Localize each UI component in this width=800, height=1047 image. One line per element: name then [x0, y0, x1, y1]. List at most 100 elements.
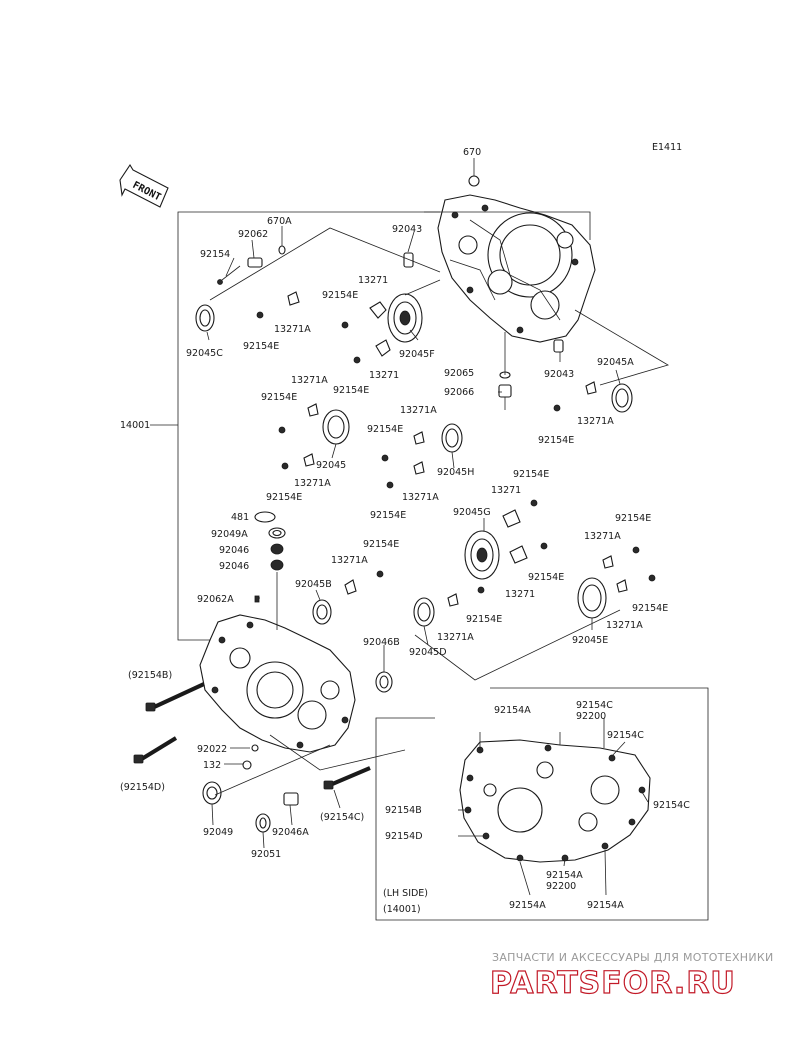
plate-13271-3 [502, 509, 521, 528]
label-132: 132 [203, 760, 221, 771]
label-13271A-c: 13271A [291, 375, 328, 386]
washer-92022 [251, 744, 259, 752]
bearing-92045F [387, 293, 423, 343]
bearing-92045 [322, 409, 350, 445]
label-92066: 92066 [444, 387, 474, 398]
label-13271A-h: 13271A [584, 531, 621, 542]
bearing-92045D [413, 597, 435, 627]
label-92154E-j: 92154E [363, 539, 399, 550]
inset-part-label: (14001) [383, 904, 421, 915]
collar-92049A [268, 527, 286, 539]
seal-92051 [255, 813, 271, 833]
plate-13271A-6 [585, 381, 597, 395]
seal-92049 [202, 781, 222, 805]
label-92154E-c: 92154E [333, 385, 369, 396]
oring-481 [254, 511, 276, 523]
plate-13271A-4 [413, 431, 425, 445]
label-inset-92154A-mid: 92154A [546, 870, 583, 881]
bolt-92154 [217, 265, 241, 285]
label-inset-92200-mid: 92200 [546, 881, 576, 892]
label-92154E-d: 92154E [538, 435, 574, 446]
label-92046-a: 92046 [219, 545, 249, 556]
label-92045D: 92045D [409, 647, 447, 658]
label-inset-92154C-right: 92154C [607, 730, 644, 741]
label-13271A-f: 13271A [402, 492, 439, 503]
label-13271-d: 13271 [505, 589, 535, 600]
label-13271A-b: 13271A [577, 416, 614, 427]
plate-13271-2 [375, 339, 391, 357]
label-92049: 92049 [203, 827, 233, 838]
right-crankcase [437, 194, 596, 343]
label-92043-top: 92043 [392, 224, 422, 235]
label-481: 481 [231, 512, 249, 523]
plate-13271A-2 [307, 403, 319, 417]
plug-92066 [498, 384, 512, 410]
label-92154E-f: 92154E [367, 424, 403, 435]
label-670: 670 [463, 147, 481, 158]
bolt-92154E-group [256, 311, 656, 594]
label-inset-92154B: 92154B [385, 805, 422, 816]
label-92045B: 92045B [295, 579, 332, 590]
oring-670A [278, 245, 286, 255]
plate-13271-1 [369, 301, 387, 319]
label-inset-92154A-bl: 92154A [509, 900, 546, 911]
bolt-92154D [133, 736, 178, 764]
label-92046-b: 92046 [219, 561, 249, 572]
label-92154E-l: 92154E [615, 513, 651, 524]
label-13271A-e: 13271A [294, 478, 331, 489]
left-crankcase [199, 614, 356, 753]
label-92154D: (92154D) [120, 782, 165, 793]
label-92046A: 92046A [272, 827, 309, 838]
label-92154: 92154 [200, 249, 230, 260]
label-92022: 92022 [197, 744, 227, 755]
label-inset-92154A-top: 92154A [494, 705, 531, 716]
bolt-92154C [323, 766, 371, 790]
label-inset-92154A-br: 92154A [587, 900, 624, 911]
label-92049A: 92049A [211, 529, 248, 540]
leader-lines [206, 158, 669, 849]
label-92065: 92065 [444, 368, 474, 379]
bearing-92045E [577, 577, 607, 619]
collar-92046-2 [270, 559, 284, 571]
label-92045E: 92045E [572, 635, 608, 646]
label-92045A: 92045A [597, 357, 634, 368]
label-92154E-h: 92154E [370, 510, 406, 521]
bearing-92045H [441, 423, 463, 453]
plate-13271A-7 [344, 579, 357, 595]
watermark-brand: PARTSFOR.RU [490, 966, 736, 1001]
label-13271-c: 13271 [491, 485, 521, 496]
label-92154E-k: 92154E [528, 572, 564, 583]
lh-side-inset [375, 687, 709, 921]
label-92154E-i: 92154E [513, 469, 549, 480]
assembly-bracket [150, 211, 440, 641]
dowel-92043-top [403, 252, 414, 268]
label-92154B: (92154B) [128, 670, 172, 681]
label-92062A: 92062A [197, 594, 234, 605]
plug-132 [242, 760, 252, 770]
diagram-code: E1411 [652, 142, 682, 153]
pin-92062A [254, 595, 260, 603]
label-92045H: 92045H [437, 467, 474, 478]
part-labels: 670 92043 670A 92062 92154 92045C 13271 … [120, 147, 690, 915]
label-92154E-e: 92154E [261, 392, 297, 403]
front-arrow-icon: FRONT [119, 163, 169, 208]
plate-13271A-3 [303, 453, 315, 467]
dowel-92043-right [553, 339, 564, 353]
label-92154C: (92154C) [320, 812, 364, 823]
label-92051: 92051 [251, 849, 281, 860]
label-13271A-g: 13271A [331, 555, 368, 566]
bearing-92045A [611, 383, 633, 413]
label-92154E-b: 92154E [243, 341, 279, 352]
label-inset-92154D: 92154D [385, 831, 423, 842]
label-13271-b: 13271 [369, 370, 399, 381]
label-92046B: 92046B [363, 637, 400, 648]
label-13271A-j: 13271A [606, 620, 643, 631]
bolt-92154B [145, 682, 205, 712]
plate-13271A-8 [447, 593, 459, 607]
label-13271A-d: 13271A [400, 405, 437, 416]
oring-670 [468, 175, 480, 187]
label-inset-92200-top: 92200 [576, 711, 606, 722]
plate-13271-4 [509, 545, 528, 564]
fitting-92062 [247, 257, 263, 268]
